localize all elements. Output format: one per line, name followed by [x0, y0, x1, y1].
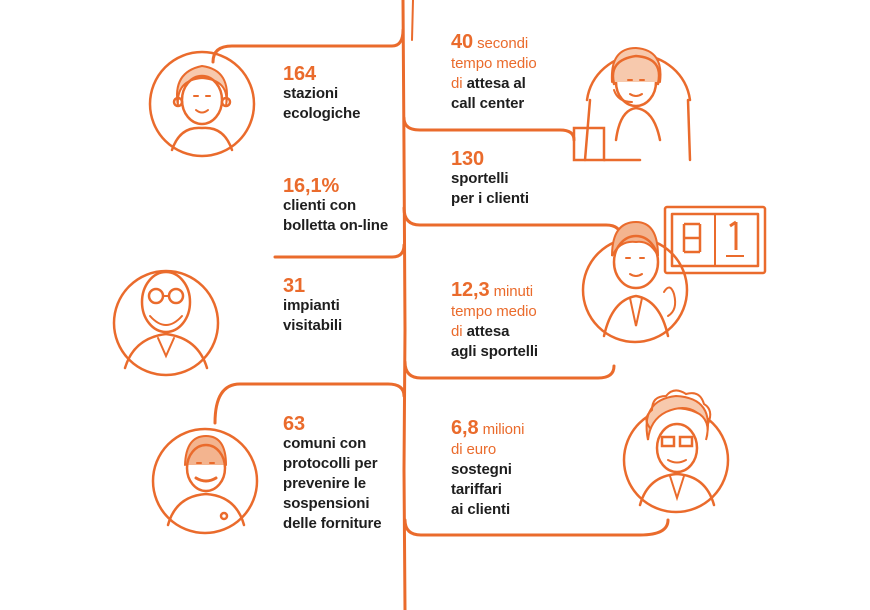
bald-man-portrait-icon [112, 269, 220, 377]
central-line [401, 0, 407, 610]
stat-bolletta: 16,1% clienti con bolletta on-line [283, 176, 388, 236]
stat-sostegni-unit: milioni [482, 421, 525, 438]
connector-comuni [213, 382, 406, 425]
queue-number-display [663, 205, 767, 275]
call-center-operator-icon [572, 46, 692, 162]
connector-callcenter [402, 116, 576, 142]
stat-sostegni-line3: sostegni [451, 461, 512, 478]
stat-comuni: 63 comuni con protocolli per prevenire l… [283, 414, 382, 534]
stat-callcenter-line3: attesa al [466, 75, 526, 92]
stat-stazioni-line1: stazioni [283, 85, 339, 102]
stat-comuni-line: comuni con [283, 435, 367, 452]
stat-sportelli: 130 sportelli per i clienti [451, 149, 529, 209]
connector-sostegni [403, 518, 670, 537]
stat-attesa: 12,3 minuti tempo medio di attesa agli s… [451, 280, 538, 362]
stat-stazioni: 164 stazioni ecologiche [283, 64, 360, 124]
connector-bolletta [273, 243, 406, 259]
stat-bolletta-line1: clienti con [283, 197, 357, 214]
connector-sportelli [402, 206, 623, 240]
stat-callcenter-unit: secondi [477, 35, 529, 52]
mustache-man-portrait-icon [151, 427, 259, 535]
stat-sostegni-line4: tariffari [451, 481, 502, 498]
stat-callcenter: 40 secondi tempo medio di attesa al call… [451, 32, 537, 114]
stat-sostegni: 6,8 milioni di euro sostegni tariffari a… [451, 417, 525, 520]
stat-bolletta-line2: bolletta on-line [283, 217, 389, 234]
stat-sostegni-line2: di euro [451, 441, 497, 458]
stat-sportelli-line1: sportelli [451, 170, 509, 187]
stat-callcenter-value: 40 [451, 31, 474, 53]
stat-impianti-line2: visitabili [283, 317, 343, 334]
stat-callcenter-pre3: di [451, 75, 463, 92]
stat-comuni-line: prevenire le [283, 475, 367, 492]
stat-bolletta-value: 16,1% [283, 175, 340, 197]
stat-sostegni-value: 6,8 [451, 417, 479, 439]
stat-attesa-pre3: di [451, 323, 463, 340]
stat-attesa-line3: attesa [466, 323, 510, 340]
stat-impianti-value: 31 [283, 275, 306, 297]
stat-comuni-line: delle forniture [283, 515, 382, 532]
connector-attesa [403, 360, 616, 380]
stat-stazioni-value: 164 [283, 63, 317, 85]
curly-haired-man-portrait-icon [622, 389, 730, 514]
stat-sportelli-line2: per i clienti [451, 190, 529, 207]
stat-attesa-line4: agli sportelli [451, 343, 538, 360]
man-with-ticket-icon [581, 220, 689, 344]
stat-impianti-line1: impianti [283, 297, 340, 314]
stat-comuni-line: protocolli per [283, 455, 378, 472]
stat-callcenter-line2: tempo medio [451, 55, 537, 72]
connector-stazioni [211, 28, 405, 64]
woman-portrait-icon [148, 50, 256, 158]
stat-comuni-value: 63 [283, 413, 306, 435]
stat-impianti: 31 impianti visitabili [283, 276, 342, 336]
stat-attesa-line2: tempo medio [451, 303, 537, 320]
stat-attesa-value: 12,3 [451, 279, 490, 301]
stat-callcenter-line4: call center [451, 95, 525, 112]
stat-sportelli-value: 130 [451, 148, 485, 170]
stat-sostegni-line5: ai clienti [451, 501, 511, 518]
stat-stazioni-line2: ecologiche [283, 105, 361, 122]
stat-attesa-unit: minuti [493, 283, 534, 300]
stat-comuni-line: sospensioni [283, 495, 370, 512]
